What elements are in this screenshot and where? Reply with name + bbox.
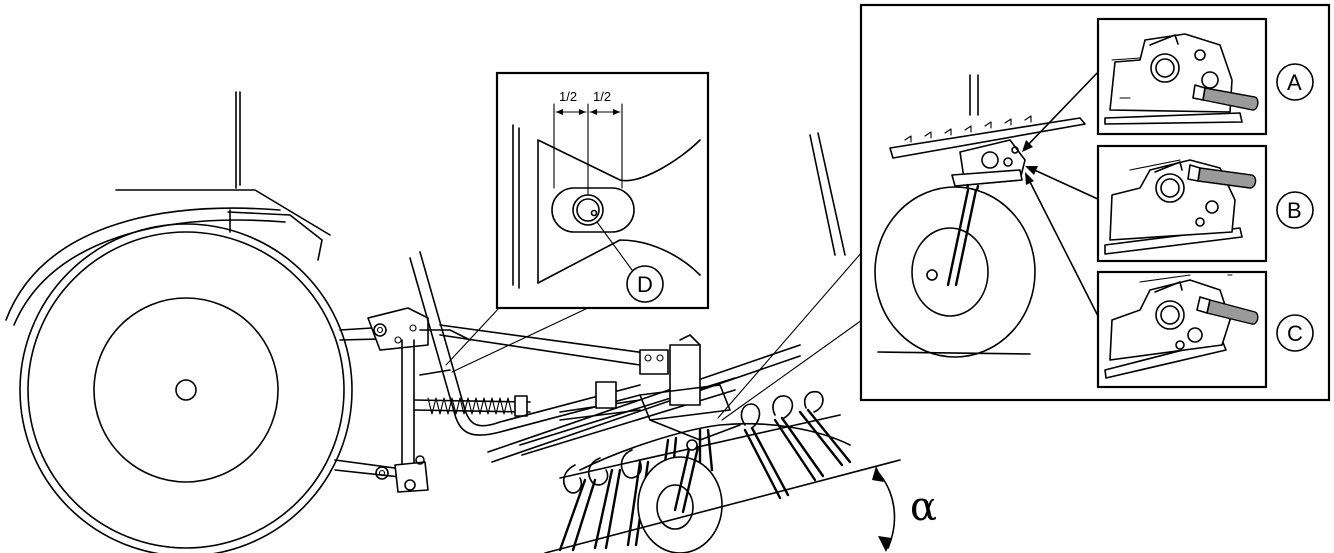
position-b-detail bbox=[1096, 144, 1268, 263]
option-c-circle bbox=[1276, 314, 1314, 352]
callout-d-circle bbox=[626, 265, 664, 303]
option-c-label: C bbox=[1287, 321, 1303, 346]
detail-d-callout: 1/2 1/2 D bbox=[445, 71, 710, 373]
tractor bbox=[5, 91, 353, 553]
three-point-hitch bbox=[334, 307, 531, 493]
slope-angle: α bbox=[872, 466, 937, 552]
tractor-wheel-rim bbox=[93, 297, 279, 483]
rake-frame bbox=[409, 132, 846, 463]
position-a-detail bbox=[1096, 17, 1268, 136]
positions-detail: A B bbox=[717, 3, 1331, 421]
tractor-wheel-hub bbox=[175, 379, 197, 401]
option-b-circle bbox=[1276, 191, 1314, 229]
detail-d-box bbox=[495, 71, 710, 310]
dimension-left-label: 1/2 bbox=[559, 89, 577, 104]
option-b-label: B bbox=[1287, 198, 1302, 223]
rake-wheel bbox=[637, 456, 723, 553]
tractor-rear-wheel bbox=[19, 223, 353, 553]
callout-d-label: D bbox=[637, 272, 653, 297]
dimension-right-label: 1/2 bbox=[593, 89, 611, 104]
rotor-tines bbox=[544, 390, 901, 553]
ground-slope-line bbox=[544, 459, 901, 553]
angle-alpha-label: α bbox=[910, 484, 937, 530]
option-a-circle bbox=[1276, 63, 1314, 101]
position-c-detail bbox=[1096, 270, 1268, 389]
option-a-label: A bbox=[1287, 70, 1302, 95]
